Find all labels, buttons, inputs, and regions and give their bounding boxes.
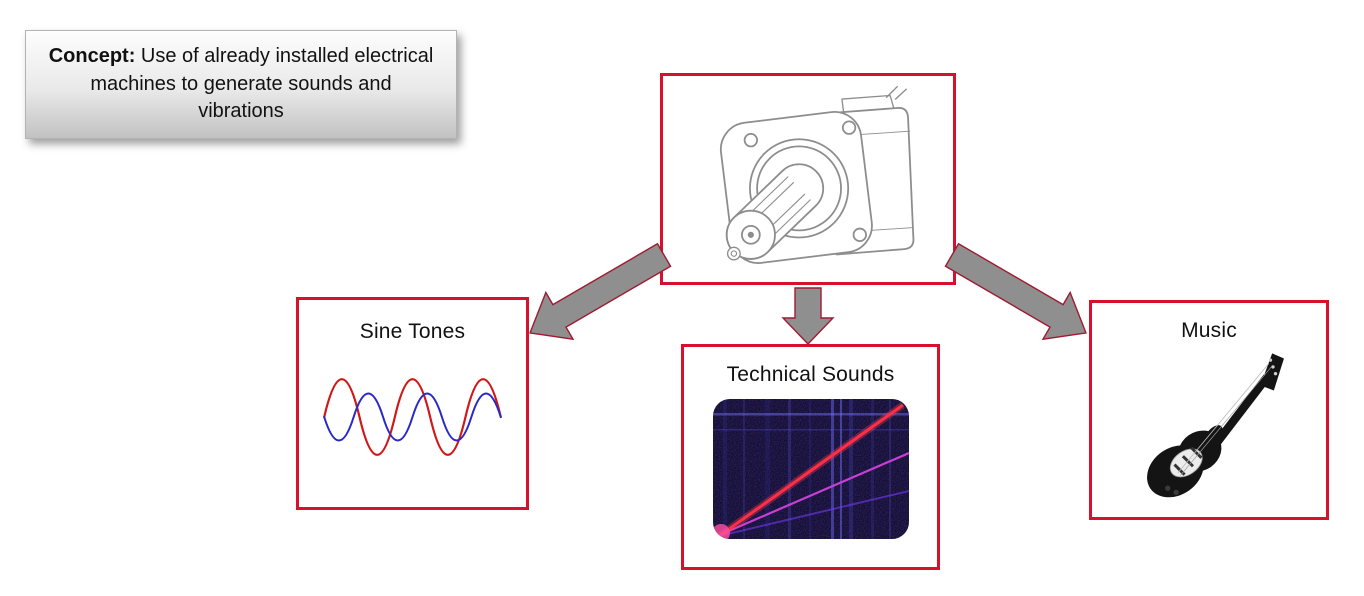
concept-text: Concept: Use of already installed electr… [46, 43, 436, 126]
spectrogram-icon [712, 399, 909, 539]
sine-waves-plot-icon [323, 378, 502, 456]
arrow-to-technical-sounds-icon [781, 287, 835, 346]
concept-body: Use of already installed electrical mach… [90, 45, 434, 123]
concept-label: Concept: [48, 45, 136, 67]
sine-tones-title: Sine Tones [359, 320, 466, 343]
sine-tones-node: Sine Tones [296, 297, 529, 510]
arrow-to-sine-tones-icon [529, 242, 672, 341]
technical-sounds-title: Technical Sounds [726, 363, 895, 386]
electric-guitar-icon [1147, 353, 1284, 498]
electric-motor-drawing-icon [719, 85, 915, 264]
music-title: Music [1181, 319, 1237, 342]
technical-sounds-node: Technical Sounds [681, 344, 940, 570]
music-node: Music [1089, 300, 1329, 520]
motor-node [660, 73, 956, 285]
concept-box: Concept: Use of already installed electr… [25, 30, 457, 139]
arrow-to-music-icon [944, 242, 1087, 341]
